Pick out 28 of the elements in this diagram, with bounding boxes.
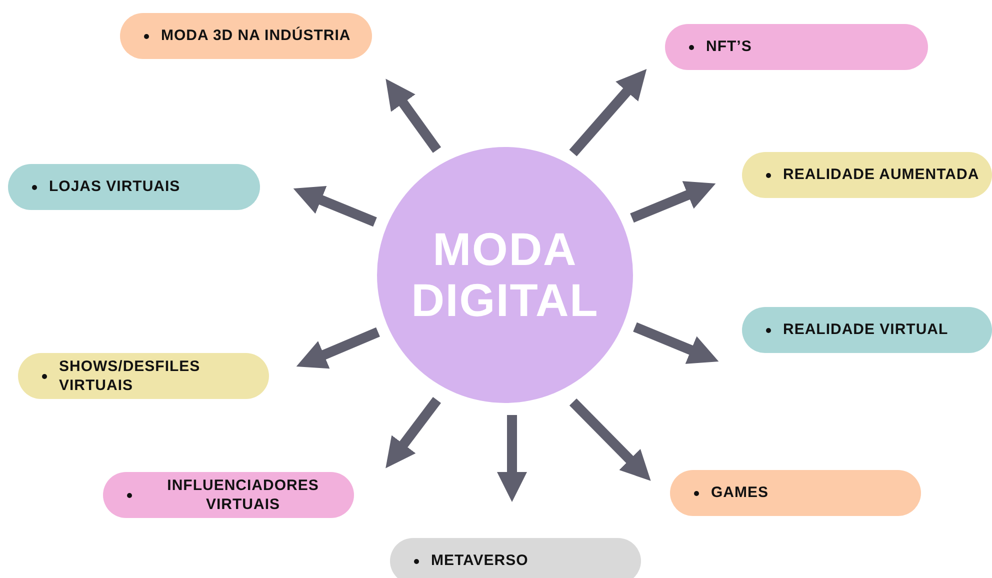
topic-label: INFLUENCIADORES VIRTUAIS (166, 476, 320, 514)
topic-label: SHOWS/DESFILES VIRTUAIS (59, 356, 202, 396)
topic-pill (103, 472, 354, 518)
arrow (293, 186, 377, 227)
topic-label: LOJAS VIRTUAIS (49, 177, 180, 197)
topic-label: GAMES (711, 483, 769, 503)
arrow (569, 69, 647, 156)
topic-pill (8, 164, 260, 210)
topic-pill (742, 307, 992, 353)
arrow (497, 415, 527, 502)
arrow (296, 327, 380, 369)
topic-label: NFT’S (706, 37, 752, 57)
topic-label: REALIDADE VIRTUAL (783, 320, 948, 340)
topic-label: REALIDADE AUMENTADA (783, 165, 980, 185)
arrow (569, 398, 651, 481)
arrow (633, 322, 719, 364)
arrow (630, 181, 716, 223)
arrow (386, 78, 442, 153)
topic-label: MODA 3D NA INDÚSTRIA (161, 26, 351, 46)
topic-pill (18, 353, 269, 399)
topic-pill (742, 152, 992, 198)
topic-pill (120, 13, 372, 59)
topic-pill (390, 538, 641, 578)
arrow (386, 396, 441, 468)
topic-label: METAVERSO (431, 551, 528, 571)
center-title: MODA DIGITAL (410, 224, 600, 326)
topic-pill (670, 470, 921, 516)
topic-pill (665, 24, 928, 70)
